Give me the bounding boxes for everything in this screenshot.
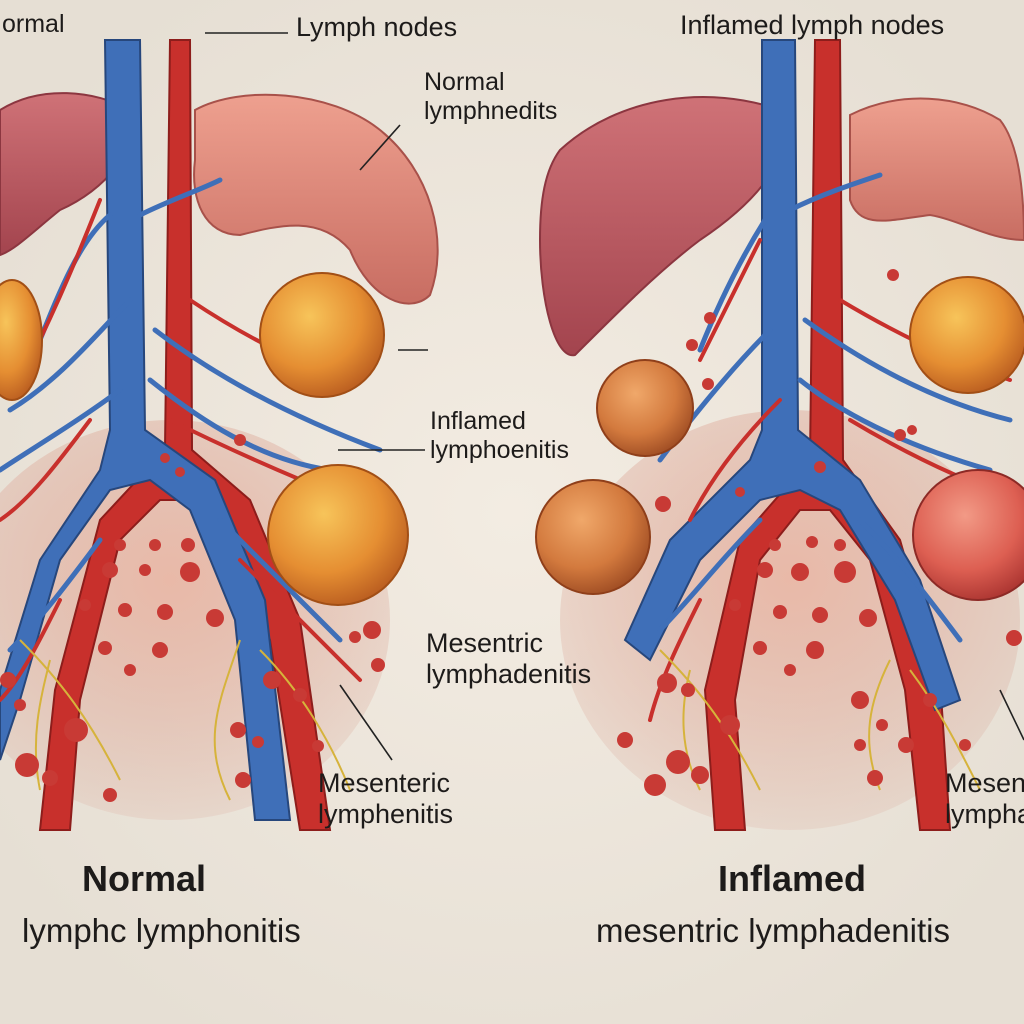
left-normal-node-3 (0, 279, 43, 401)
label-inflamed-lymphoenitis: Inflamed lymphoenitis (430, 407, 569, 465)
label-top-left-normal: ormal (2, 10, 65, 38)
label-right-mesen: Mesen lympha (945, 768, 1024, 830)
right-liver (538, 96, 787, 357)
label-mesentric-line2: lymphadenitis (426, 659, 592, 690)
leader-lines (205, 32, 1024, 761)
right-inflamed-node-3 (909, 276, 1024, 394)
caption-left-title: Normal (82, 858, 207, 899)
caption-right-title: Inflamed (718, 858, 867, 899)
right-inflamed-node-4 (912, 469, 1024, 601)
label-inflamed-line2: lymphoenitis (430, 435, 569, 464)
label-mesenteric-line2: lymphenitis (318, 799, 454, 830)
right-inflamed-node-2 (535, 479, 651, 595)
label-right-mesen-line2: lympha (945, 799, 1024, 830)
label-inflamed-line1: Inflamed (430, 407, 526, 435)
right-vena-cava (623, 39, 962, 712)
label-lymph-nodes: Lymph nodes (296, 12, 458, 42)
label-mesenteric-lymphenitis: Mesenteric lymphenitis (318, 768, 453, 830)
left-normal-node-2 (267, 464, 409, 606)
right-mesentery-tissue (560, 410, 1020, 830)
left-stomach (193, 93, 439, 305)
label-normal-line2: lymphnedits (424, 96, 558, 125)
label-inflamed-lymph-nodes: Inflamed lymph nodes (680, 10, 945, 40)
right-panel (535, 39, 1024, 831)
label-mesentric-lymphadenitis: Mesentric lymphadenitis (426, 628, 591, 690)
left-normal-node-1 (259, 272, 385, 398)
left-panel (0, 39, 439, 831)
right-aorta (703, 39, 952, 831)
label-mesentric-line1: Mesentric (426, 628, 544, 658)
left-vena-cava (0, 39, 292, 821)
caption-left-subtitle: lymphc lymphonitis (22, 912, 301, 949)
right-inflamed-node-1 (596, 359, 694, 457)
label-right-mesen-line1: Mesen (945, 768, 1024, 798)
label-normal-lymphnedits: Normal lymphnedits (424, 68, 557, 126)
label-normal-line1: Normal (424, 68, 505, 96)
label-mesenteric-line1: Mesenteric (318, 768, 451, 798)
caption-right-subtitle: mesentric lymphadenitis (596, 912, 950, 949)
